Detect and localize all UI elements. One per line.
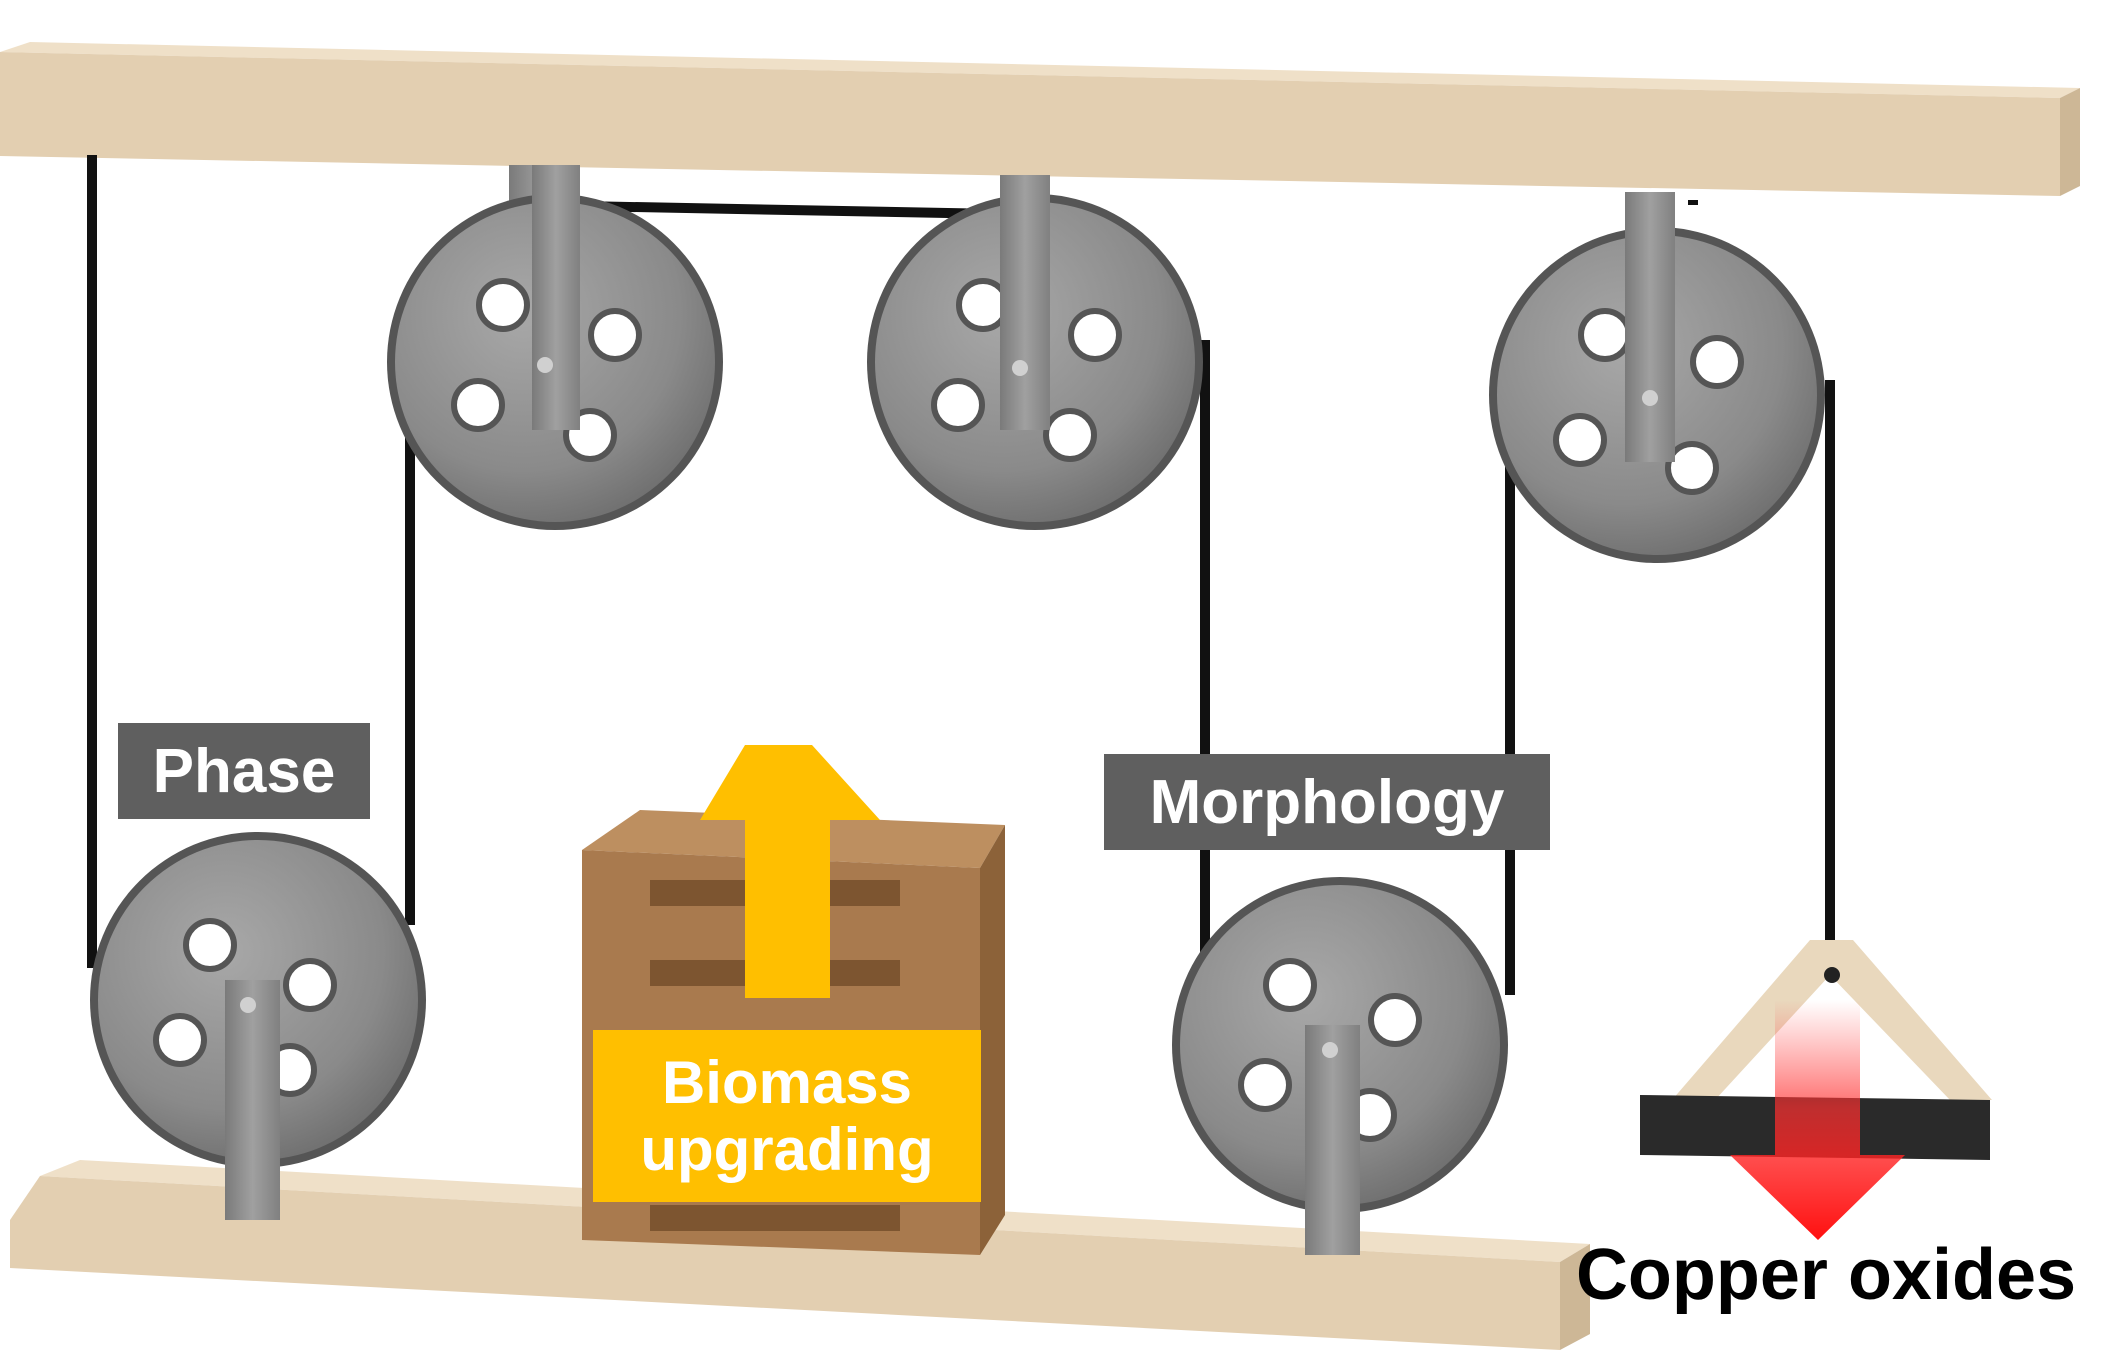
pulley-icon (867, 175, 1203, 530)
copper-oxides-label: Copper oxides (1528, 1220, 2124, 1330)
top-beam (0, 42, 2080, 196)
phase-label: Phase (118, 723, 370, 819)
morphology-label: Morphology (1104, 754, 1550, 850)
pulley-icon (1489, 192, 1825, 563)
pulley-icon (387, 165, 723, 530)
down-arrow-icon (1730, 1000, 1905, 1240)
biomass-upgrading-label: Biomass upgrading (593, 1030, 981, 1202)
rope (87, 155, 1835, 995)
copper-text: Copper oxides (1575, 1235, 2077, 1315)
biomass-text-line1: Biomass (661, 1048, 913, 1116)
phase-text: Phase (152, 736, 336, 806)
pulley-icon (90, 832, 426, 1220)
up-arrow-icon (700, 745, 880, 998)
morphology-text: Morphology (1149, 767, 1505, 837)
biomass-text-line2: upgrading (640, 1116, 934, 1183)
pulley-icon (1172, 877, 1508, 1255)
